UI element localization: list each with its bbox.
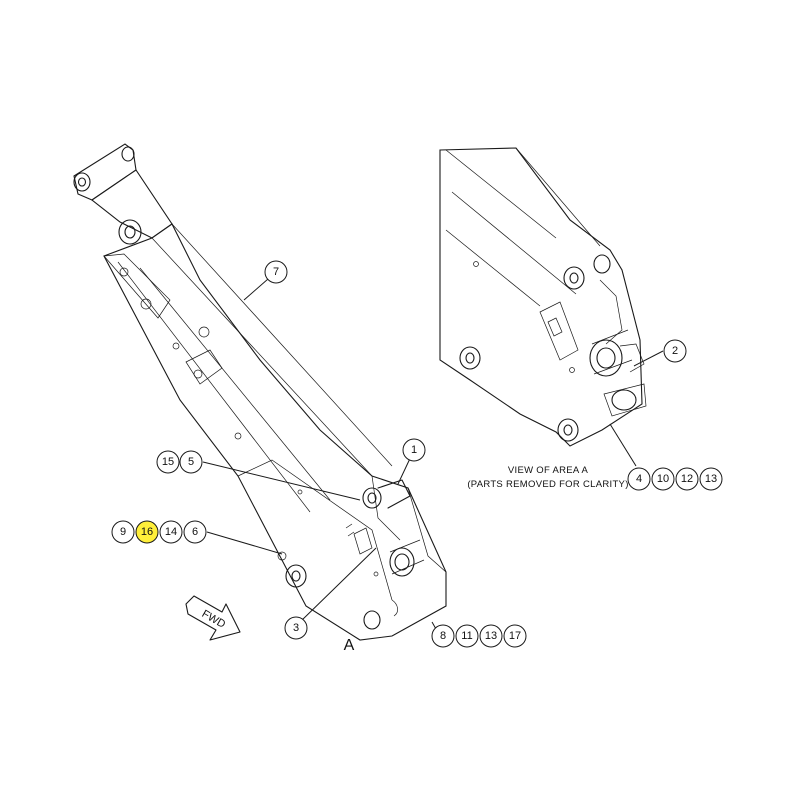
boom-assembly: [73, 143, 447, 641]
callout-13-detail-label: 13: [705, 473, 717, 485]
area-a-label: A: [344, 637, 355, 654]
leader-lines: [202, 271, 664, 637]
callout-7[interactable]: 7: [264, 260, 288, 284]
callout-1[interactable]: 1: [402, 438, 426, 462]
callout-17-label: 17: [509, 630, 521, 642]
callout-14-label: 14: [165, 526, 177, 538]
callout-2-label: 2: [672, 345, 678, 357]
detail-view-area-a: [439, 147, 647, 447]
fwd-label: FWD: [200, 608, 228, 631]
callout-8-label: 8: [440, 630, 446, 642]
detail-caption-title: VIEW OF AREA A: [508, 465, 589, 476]
callout-13-detail[interactable]: 13: [699, 467, 723, 491]
detail-caption-note: (PARTS REMOVED FOR CLARITY): [467, 479, 628, 490]
callout-12-label: 12: [681, 473, 693, 485]
callout-2[interactable]: 2: [663, 339, 687, 363]
callout-15[interactable]: 15: [156, 450, 180, 474]
callout-11[interactable]: 11: [455, 624, 479, 648]
callout-4[interactable]: 4: [627, 467, 651, 491]
callout-4-label: 4: [636, 473, 642, 485]
callout-14[interactable]: 14: [159, 520, 183, 544]
callout-15-label: 15: [162, 456, 174, 468]
callout-16-label: 16: [141, 526, 153, 538]
callout-10[interactable]: 10: [651, 467, 675, 491]
callout-3[interactable]: 3: [284, 616, 308, 640]
callout-6[interactable]: 6: [183, 520, 207, 544]
callout-9[interactable]: 9: [111, 520, 135, 544]
callout-5-label: 5: [188, 456, 194, 468]
callout-1-label: 1: [411, 444, 417, 456]
callout-10-label: 10: [657, 473, 669, 485]
callout-13-main[interactable]: 13: [479, 624, 503, 648]
callout-13-main-label: 13: [485, 630, 497, 642]
callout-12[interactable]: 12: [675, 467, 699, 491]
callout-3-label: 3: [293, 622, 299, 634]
callout-17[interactable]: 17: [503, 624, 527, 648]
callout-7-label: 7: [273, 266, 279, 278]
callout-8[interactable]: 8: [431, 624, 455, 648]
callout-11-label: 11: [461, 630, 472, 642]
callout-9-label: 9: [120, 526, 126, 538]
callout-6-label: 6: [192, 526, 198, 538]
callout-16[interactable]: 16: [135, 520, 159, 544]
forward-direction-arrow: FWD: [185, 595, 241, 641]
callout-5[interactable]: 5: [179, 450, 203, 474]
